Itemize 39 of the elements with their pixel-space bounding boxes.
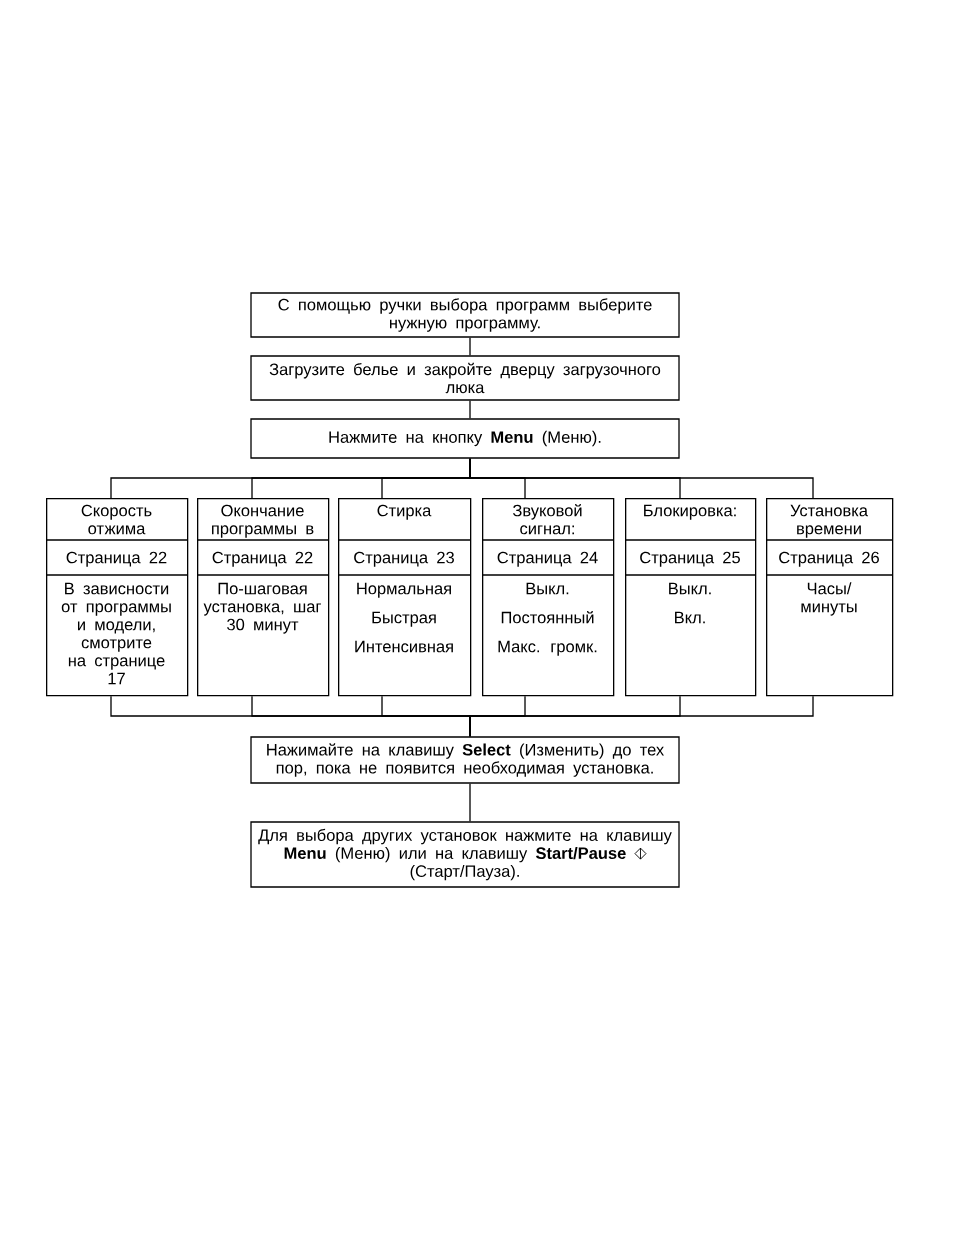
column-heading: Установка времени [790, 504, 868, 538]
setting-box [481, 498, 615, 697]
page-reference: Страница 25 [640, 551, 740, 567]
setting-box [196, 498, 330, 697]
page-reference: Страница 24 [497, 551, 598, 567]
page-reference: Страница 23 [354, 551, 454, 567]
step-box: Нажимайте на клавишу Select (Изменить) до тех пор, пока не появится необходимая установка. [250, 736, 680, 784]
column-heading: Стирка [377, 504, 432, 520]
setting-value: Интенсивная [355, 640, 453, 653]
setting-value: Выкл. [669, 582, 711, 595]
setting-value: Постоянный [501, 610, 594, 624]
setting-box [337, 498, 472, 697]
column-heading: Окончание программы в [212, 504, 314, 538]
column-heading: Скорость отжима [81, 504, 152, 535]
setting-value: Вкл. [675, 611, 705, 624]
connector-line [469, 337, 471, 356]
column-heading: Блокировка: [644, 504, 736, 520]
setting-box [765, 498, 894, 697]
step-box: Для выбора других установок нажмите на клавишу Menu (Меню) или на клавишу Start/Pause (Старт/Пауза). [250, 821, 680, 888]
step-box: С помощью ручки выбора программ выберите нужную программу. [250, 292, 680, 338]
column-heading: Звуковой сигнал: [512, 503, 582, 535]
setting-box [624, 498, 757, 697]
setting-value: Часы/ минуты [801, 582, 857, 616]
setting-value: Выкл. [526, 582, 569, 595]
setting-value: Макс. громк. [498, 640, 597, 656]
connector-line [469, 458, 814, 499]
page-reference: Страница 22 [66, 551, 167, 567]
setting-value: Нормальная [357, 582, 451, 598]
setting-value: Быстрая [372, 611, 436, 627]
step-box: Нажмите на кнопку Menu (Меню). [250, 418, 680, 459]
connector-line [469, 783, 471, 822]
setting-box [45, 498, 189, 697]
setting-value: В зависности от программы и модели, смотрите на странице 17 [61, 582, 171, 685]
page-reference: Страница 22 [212, 551, 313, 567]
connector-line [469, 695, 814, 737]
setting-value: По-шаговая установка, шаг 30 минут [203, 582, 321, 634]
step-box: Загрузите белье и закройте дверцу загрузочного люка [250, 355, 680, 401]
page-reference: Страница 26 [779, 551, 879, 567]
connector-line [469, 400, 471, 419]
